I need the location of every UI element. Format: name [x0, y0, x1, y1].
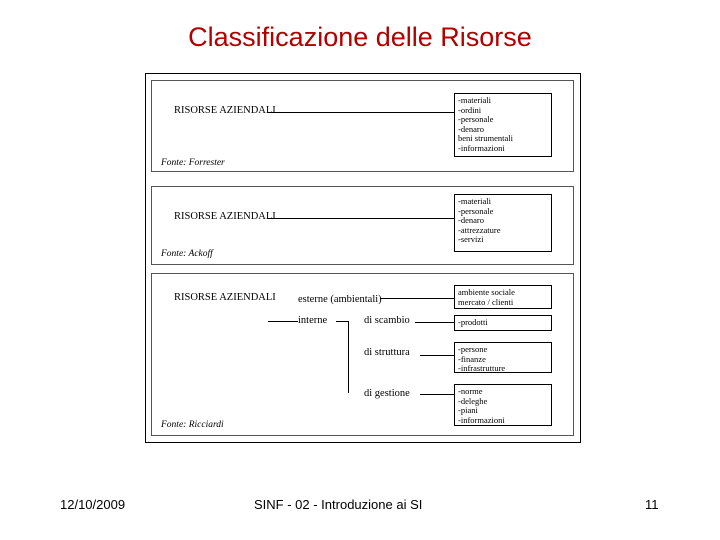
section1-label: RISORSE AZIENDALI [174, 105, 276, 116]
resource-item: mercato / clienti [458, 296, 514, 307]
resource-item: -attrezzature [458, 224, 501, 235]
section2-resource-box: -materiali -personale -denaro -attrezzat… [454, 194, 552, 252]
struttura-connector [420, 355, 454, 356]
esterne-label: esterne (ambientali) [298, 294, 382, 305]
section-forrester [151, 80, 574, 172]
resource-item: -materiali [458, 196, 492, 206]
scambio-connector [415, 322, 454, 323]
footer-course: SINF - 02 - Introduzione ai SI [254, 497, 423, 512]
footer-date: 12/10/2009 [60, 497, 126, 512]
section3-source: Fonte: Ricciardi [161, 420, 224, 430]
resource-item: -personale [458, 114, 494, 124]
di-struttura-label: di struttura [364, 347, 410, 358]
resource-item: -servizi [458, 234, 484, 244]
resource-item: -denaro [458, 123, 484, 134]
resource-item: -prodotti [458, 317, 488, 327]
section2-source: Fonte: Ackoff [161, 249, 213, 259]
box-scambio: -prodotti [454, 315, 552, 331]
resource-item: -norme [458, 386, 483, 396]
box-struttura: -persone -finanze -infrastrutture [454, 342, 552, 373]
resource-item: -personale [458, 205, 494, 216]
interne-stub [336, 321, 349, 322]
resource-item: ambiente sociale [458, 287, 515, 297]
gestione-connector [420, 394, 454, 395]
section3-label: RISORSE AZIENDALI [174, 292, 276, 303]
section1-source: Fonte: Forrester [161, 158, 225, 168]
resource-item: -denaro [458, 215, 484, 225]
resource-item: -ordini [458, 104, 482, 115]
resource-item: -deleghe [458, 395, 488, 406]
resource-item: -informazioni [458, 414, 505, 425]
interne-branch-line [348, 321, 349, 393]
section-ackoff [151, 186, 574, 265]
di-scambio-label: di scambio [364, 315, 410, 326]
section1-connector [268, 112, 454, 113]
resource-item: -materiali [458, 95, 492, 105]
interne-label: interne [298, 315, 328, 326]
section1-resource-box: -materiali -ordini -personale -denaro be… [454, 93, 552, 157]
resource-item: -persone [458, 344, 488, 354]
resource-item: -piani [458, 405, 478, 415]
diagram-frame [145, 73, 581, 443]
section-ricciardi [151, 273, 574, 436]
resource-item: beni strumentali [458, 133, 514, 143]
esterne-connector [380, 298, 454, 299]
box-gestione: -norme -deleghe -piani -informazioni [454, 384, 552, 426]
section2-connector [268, 218, 454, 219]
interne-connector [268, 321, 298, 322]
slide-title: Classificazione delle Risorse [188, 22, 532, 52]
resource-item: -finanze [458, 353, 486, 364]
footer-page-number: 11 [645, 497, 659, 512]
section2-label: RISORSE AZIENDALI [174, 211, 276, 222]
di-gestione-label: di gestione [364, 388, 410, 399]
resource-item: -informazioni [458, 142, 505, 153]
resource-item: -infrastrutture [458, 363, 506, 373]
box-esterne: ambiente sociale mercato / clienti [454, 285, 552, 309]
